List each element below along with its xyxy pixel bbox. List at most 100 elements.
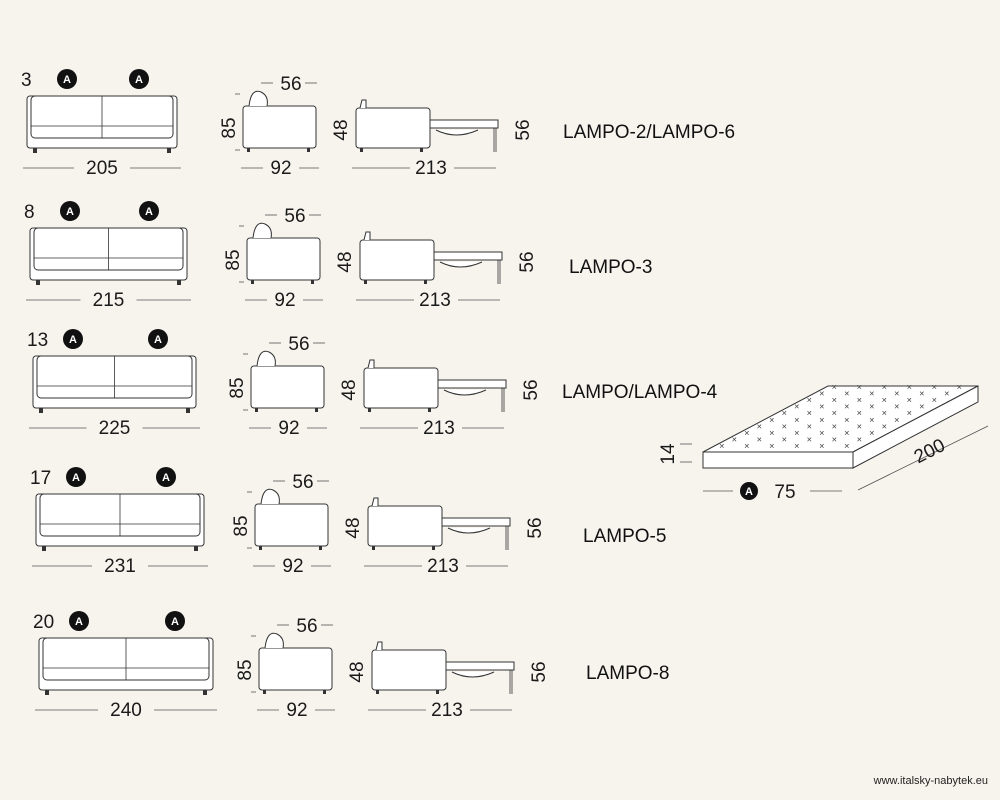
tuft-mark: ✕	[819, 403, 825, 411]
badge-a: A	[66, 467, 86, 487]
tuft-mark: ✕	[831, 436, 837, 444]
badge-letter: A	[154, 334, 162, 346]
badge-a: A	[57, 69, 77, 89]
bed-length-label: 213	[423, 418, 455, 439]
arm-width-label: 13	[27, 330, 48, 351]
seat-depth-label: 56	[292, 472, 313, 493]
tuft-mark: ✕	[856, 383, 862, 391]
tuft-mark: ✕	[781, 436, 787, 444]
badge-letter: A	[66, 206, 74, 218]
side-height-label: 85	[231, 515, 252, 536]
arm-width-label: 8	[24, 202, 35, 223]
model-name: LAMPO-8	[586, 663, 669, 684]
tuft-mark: ✕	[794, 443, 800, 451]
badge-letter: A	[162, 472, 170, 484]
seat-depth-label: 56	[284, 206, 305, 227]
side-depth-label: 92	[286, 700, 307, 721]
badge-a: A	[63, 329, 83, 349]
tuft-mark: ✕	[769, 430, 775, 438]
tuft-mark: ✕	[881, 410, 887, 418]
badge-a: A	[148, 329, 168, 349]
front-width-label: 225	[99, 418, 131, 439]
arm-width-label: 3	[21, 70, 32, 91]
tuft-mark: ✕	[881, 423, 887, 431]
tuft-mark: ✕	[756, 436, 762, 444]
tuft-mark: ✕	[944, 390, 950, 398]
front-width-label: 215	[93, 290, 125, 311]
badge-letter: A	[63, 74, 71, 86]
tuft-mark: ✕	[844, 403, 850, 411]
tuft-mark: ✕	[806, 423, 812, 431]
bed-height-label: 56	[529, 661, 550, 682]
bed-length-label: 213	[415, 158, 447, 179]
tuft-mark: ✕	[744, 443, 750, 451]
tuft-mark: ✕	[919, 390, 925, 398]
tuft-mark: ✕	[869, 403, 875, 411]
tuft-mark: ✕	[819, 430, 825, 438]
model-name: LAMPO-2/LAMPO-6	[563, 122, 735, 143]
tuft-mark: ✕	[781, 423, 787, 431]
tuft-mark: ✕	[906, 383, 912, 391]
tuft-mark: ✕	[831, 397, 837, 405]
badge-a: A	[60, 201, 80, 221]
side-height-label: 85	[219, 117, 240, 138]
side-height-label: 85	[235, 659, 256, 680]
tuft-mark: ✕	[956, 383, 962, 391]
mattress-badge: A	[740, 482, 758, 500]
arm-width-label: 20	[33, 612, 54, 633]
tuft-mark: ✕	[806, 410, 812, 418]
bed-length-label: 213	[431, 700, 463, 721]
tuft-mark: ✕	[931, 383, 937, 391]
model-name: LAMPO-3	[569, 257, 652, 278]
tuft-mark: ✕	[894, 390, 900, 398]
side-depth-label: 92	[270, 158, 291, 179]
bed-seat-height-label: 48	[343, 517, 364, 538]
tuft-mark: ✕	[819, 390, 825, 398]
mattress-thickness-label: 14	[658, 443, 679, 465]
badge-letter: A	[135, 74, 143, 86]
side-height-label: 85	[227, 377, 248, 398]
model-name: LAMPO/LAMPO-4	[562, 382, 718, 403]
tuft-mark: ✕	[881, 383, 887, 391]
tuft-mark: ✕	[819, 443, 825, 451]
tuft-mark: ✕	[919, 403, 925, 411]
tuft-mark: ✕	[806, 397, 812, 405]
mattress-width-label: 75	[774, 482, 795, 503]
bed-length-label: 213	[419, 290, 451, 311]
seat-depth-label: 56	[296, 616, 317, 637]
tuft-mark: ✕	[881, 397, 887, 405]
badge-letter: A	[72, 472, 80, 484]
tuft-mark: ✕	[844, 416, 850, 424]
tuft-mark: ✕	[769, 416, 775, 424]
watermark-url: www.italsky-nabytek.eu	[873, 775, 988, 787]
badge-letter: A	[145, 206, 153, 218]
tuft-mark: ✕	[806, 436, 812, 444]
tuft-mark: ✕	[794, 416, 800, 424]
side-height-label: 85	[223, 249, 244, 270]
tuft-mark: ✕	[794, 430, 800, 438]
tuft-mark: ✕	[869, 416, 875, 424]
badge-a: A	[165, 611, 185, 631]
tuft-mark: ✕	[906, 397, 912, 405]
mattress-length-label: 200	[911, 435, 949, 468]
tuft-mark: ✕	[894, 403, 900, 411]
tuft-mark: ✕	[831, 410, 837, 418]
tuft-mark: ✕	[744, 430, 750, 438]
tuft-mark: ✕	[856, 436, 862, 444]
badge-letter: A	[69, 334, 77, 346]
bed-length-label: 213	[427, 556, 459, 577]
side-view: 56 85 92	[235, 616, 335, 721]
tuft-mark: ✕	[781, 410, 787, 418]
side-depth-label: 92	[278, 418, 299, 439]
